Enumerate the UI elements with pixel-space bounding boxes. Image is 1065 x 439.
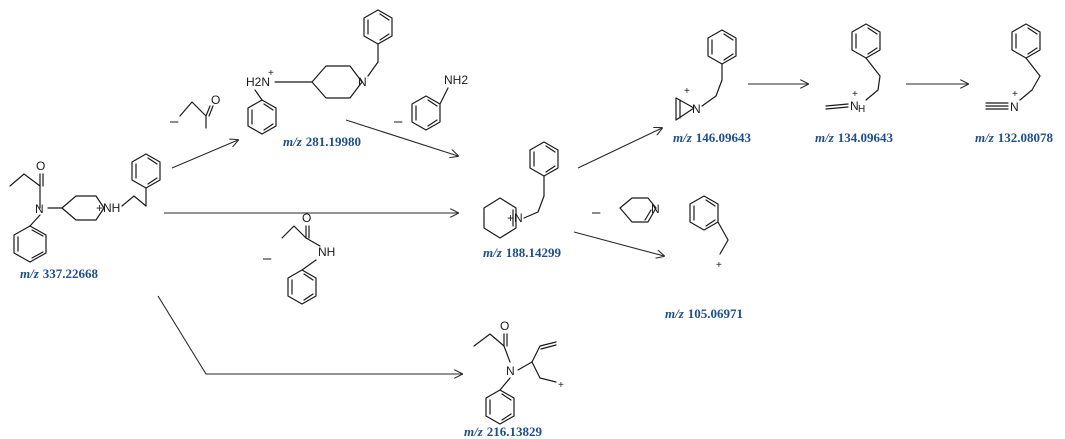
ion-132-phenyl-ring — [1011, 23, 1041, 59]
structure-ion-146: + N — [675, 29, 737, 121]
structure-ion-281: H2N + N — [246, 9, 393, 135]
charge-plus: + — [1012, 89, 1018, 100]
precursor-piperidine-ring — [61, 195, 105, 221]
structure-ion-132: + N — [985, 23, 1041, 114]
charge-plus: + — [852, 89, 858, 100]
structure-ion-216: O N + — [473, 319, 564, 425]
atom-nitrogen: N — [358, 75, 367, 89]
ion-216-phenyl-ring — [485, 389, 515, 425]
atom-iminium-n: +N — [507, 211, 523, 225]
charge-plus: + — [558, 380, 564, 391]
structure-ion-134: + N H — [825, 23, 881, 115]
ion-188-phenyl-ring — [529, 141, 559, 177]
minus-sign: – — [170, 113, 179, 130]
atom-nitrogen: N — [651, 202, 660, 216]
minus-sign: – — [394, 113, 403, 130]
tetrahydropyridine-ring — [619, 197, 657, 223]
atom-protonated-amine: H2N — [246, 75, 270, 89]
precursor-phenethyl-ring — [131, 153, 161, 189]
charge-plus: + — [716, 260, 722, 271]
atom-oxygen: O — [36, 159, 45, 173]
aziridinium-ring — [675, 97, 695, 121]
loss-tetrahydropyridine: – N — [592, 197, 660, 223]
arrow-precursor-to-216 — [157, 295, 462, 374]
loss-phenylpropanamide: – O NH — [263, 211, 335, 305]
atom-oxygen: O — [211, 93, 220, 107]
atom-nh: NH — [318, 245, 335, 259]
structure-ion-188: +N — [483, 141, 559, 239]
minus-sign: – — [592, 204, 601, 221]
atom-nitrogen: N — [506, 364, 515, 378]
loss-aniline: – NH2 — [394, 73, 468, 131]
ion-281-piperidine-ring — [311, 65, 363, 99]
arrow-188-to-146 — [577, 128, 662, 169]
ion-105-phenyl-ring — [689, 195, 719, 231]
structure-precursor: O N +NH — [9, 153, 161, 263]
atom-oxygen: O — [302, 211, 311, 225]
atom-nitrogen: N — [1010, 100, 1019, 114]
atom-amine: NH2 — [444, 73, 468, 87]
ion-281-phenethyl-ring — [363, 9, 393, 45]
minus-sign: – — [263, 250, 272, 267]
arrow-precursor-to-281 — [171, 140, 238, 169]
charge-plus: + — [684, 86, 690, 97]
ion-146-phenyl-ring — [707, 29, 737, 65]
atom-nitrogen: N — [692, 102, 701, 116]
amide-phenyl-ring — [287, 269, 317, 305]
precursor-phenyl-ring — [13, 225, 47, 263]
atom-oxygen: O — [500, 319, 509, 333]
loss-propanal: – O — [170, 93, 220, 130]
arrow-281-to-188 — [345, 119, 458, 156]
charge-plus: + — [268, 68, 274, 79]
arrow-188-to-105 — [573, 231, 664, 256]
ion-188-tetrahydropyridinium-ring — [483, 197, 517, 239]
atom-nitrogen: N — [35, 202, 44, 216]
ion-134-phenyl-ring — [851, 23, 881, 59]
atom-nitrogen: N — [850, 99, 859, 113]
atom-hydrogen: H — [858, 104, 865, 115]
structure-ion-105: + — [689, 195, 729, 271]
atom-protonated-nh: +NH — [96, 201, 120, 215]
ion-281-phenyl-ring — [247, 99, 277, 135]
